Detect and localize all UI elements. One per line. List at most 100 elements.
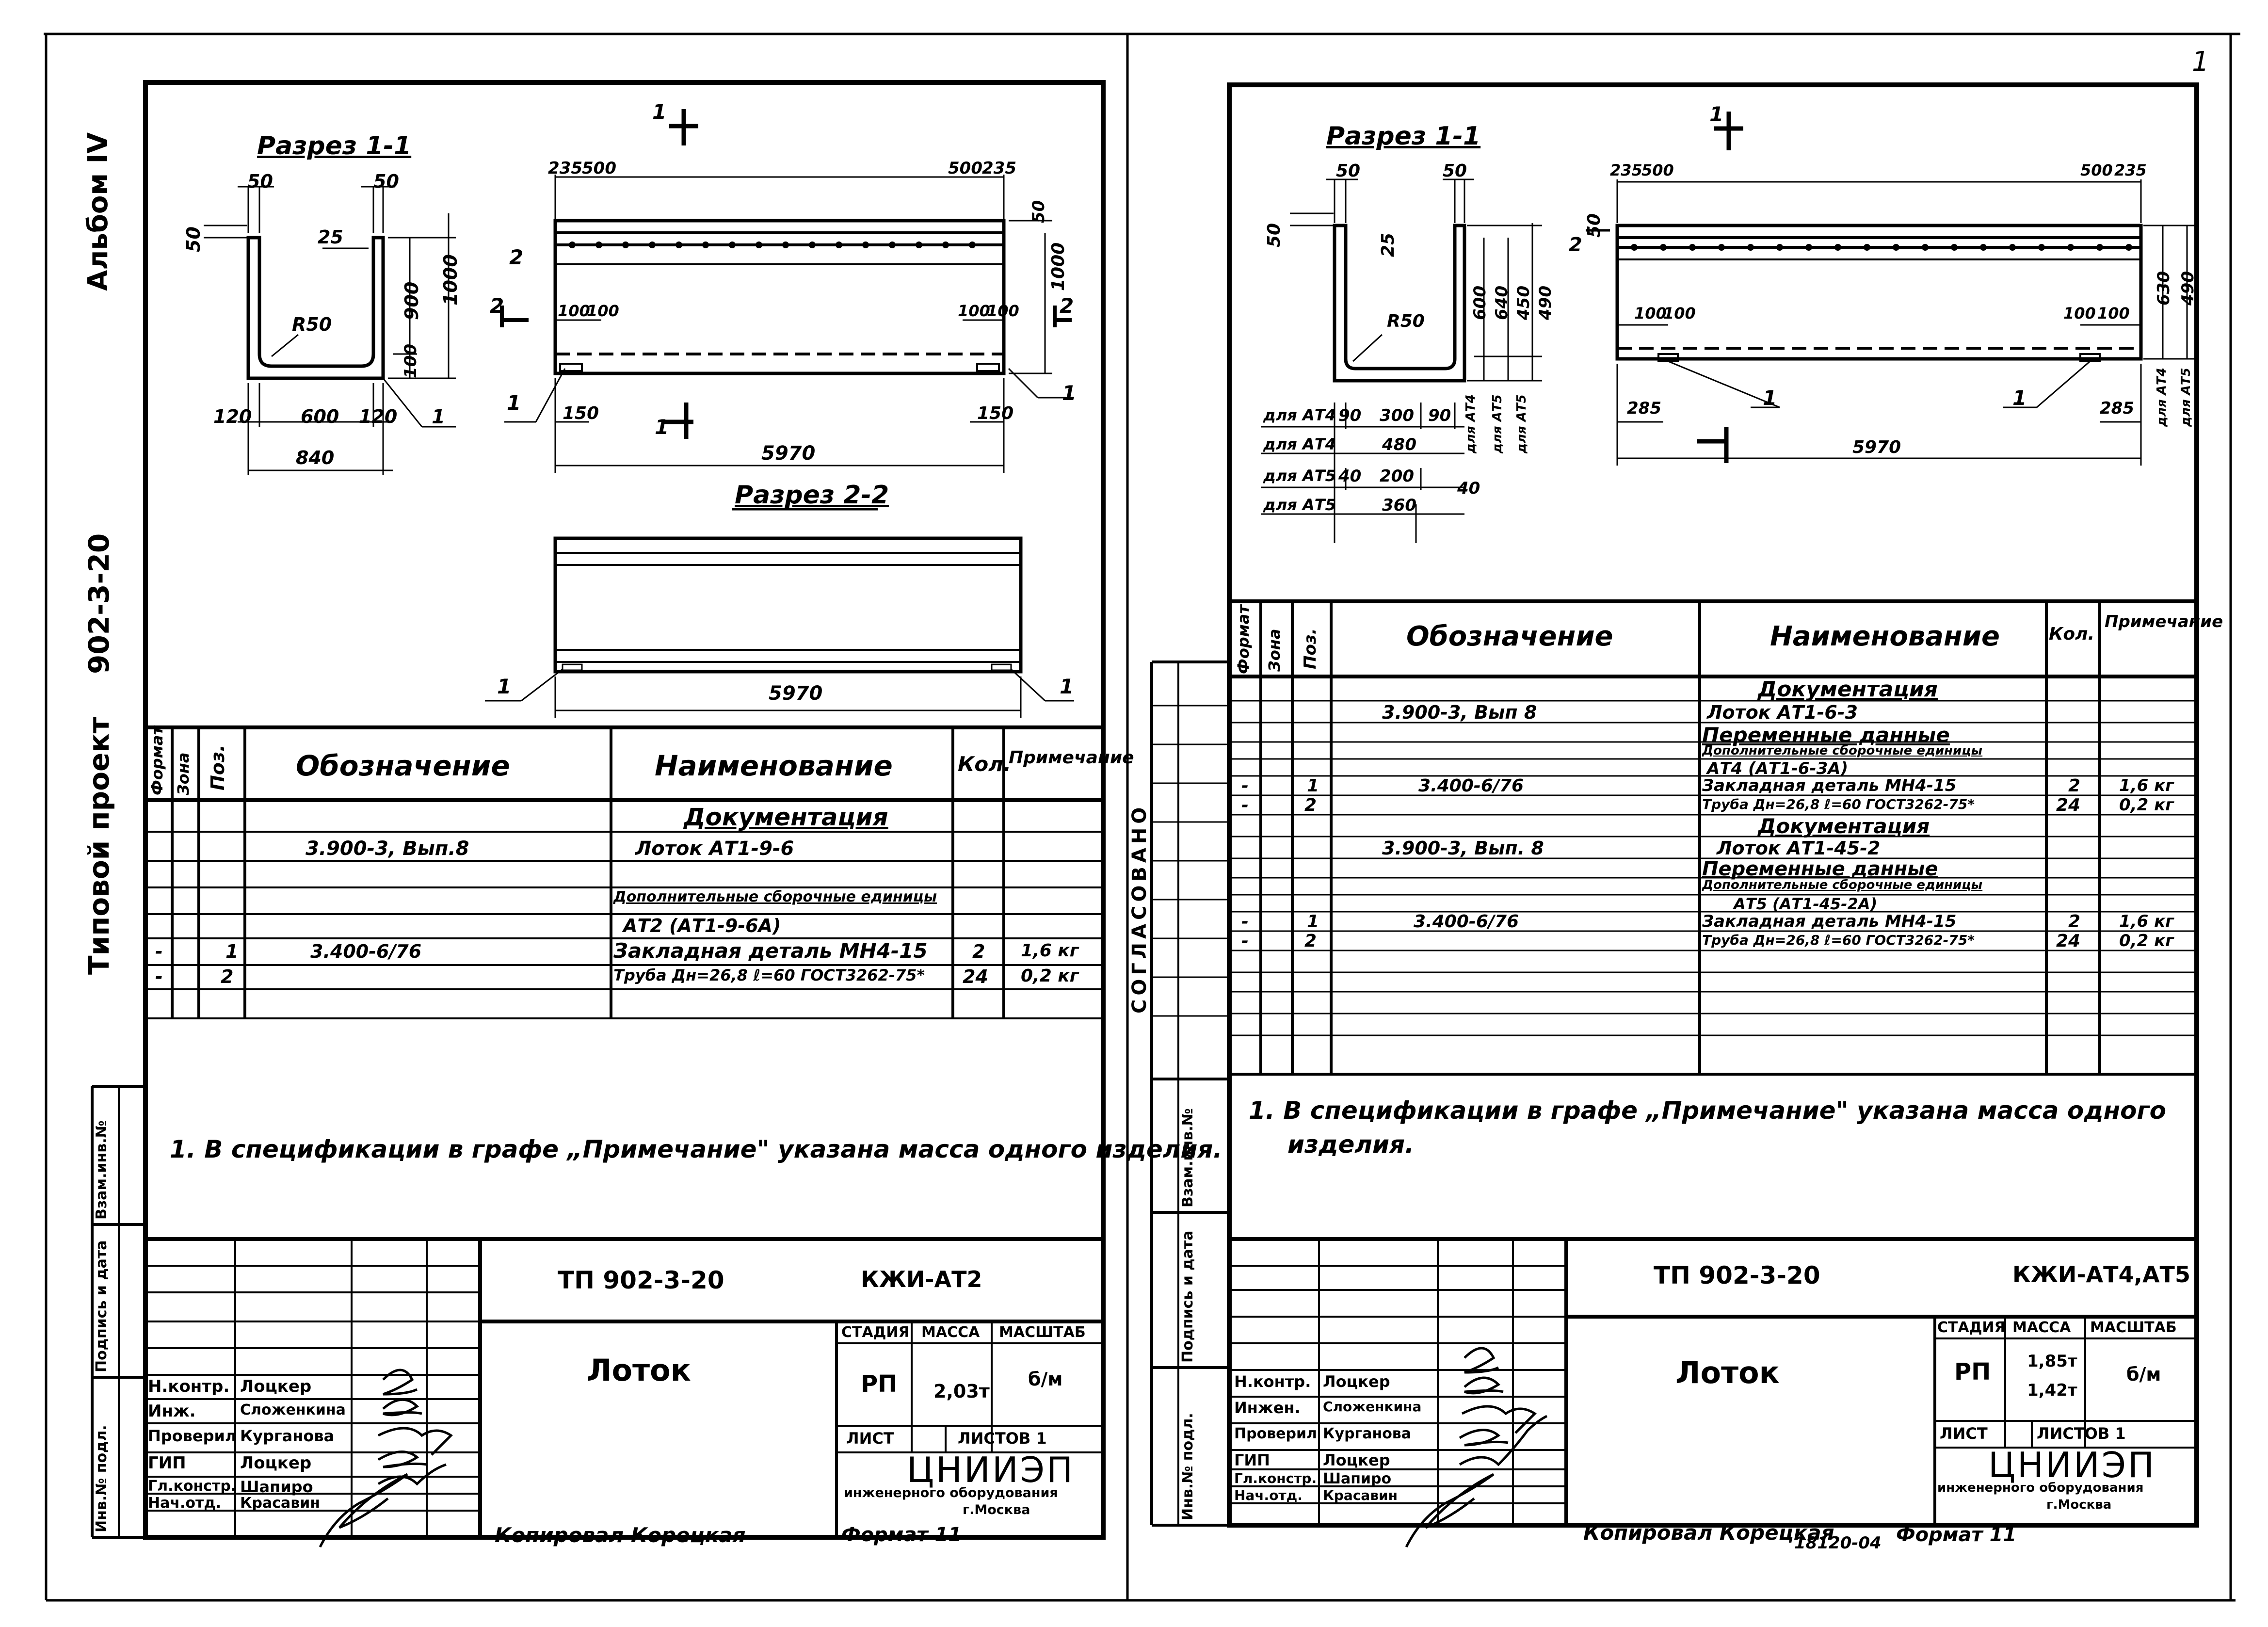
dim: 360 [1382,496,1416,515]
dim: 1 [432,406,445,428]
label: 1 [1062,381,1077,405]
dim: 50 [183,226,204,252]
spec-qty: 2 [972,941,985,962]
table-label: для АТ4 [1263,435,1336,453]
side-label-inv: Инв.№ подл. [93,1425,110,1532]
dim: для АТ4 [2155,368,2169,427]
spec-note: 0,2 кг [1021,966,1079,986]
dim: 600 [301,406,339,427]
stamp-code: ТП 902-3-20 [558,1266,724,1294]
dim: 90 [1338,406,1362,425]
spec-name: Документация [1758,814,1930,838]
spec-name: Закладная деталь МН4-15 [1702,912,1957,931]
dim: 50 [1029,200,1048,223]
stamp-sheet-label: ЛИСТ [1940,1424,1988,1443]
stamp-org: ЦНИИЭП [1988,1445,2156,1485]
corner-mark: 1 [2192,46,2209,78]
label: 2 [1569,234,1582,256]
spec-name: Закладная деталь МН4-15 [1702,776,1957,795]
dim: 150 [563,403,599,423]
role: Нач.отд. [1234,1487,1303,1503]
col-name: Наименование [1770,621,2000,652]
stamp-city: г.Москва [2046,1498,2112,1512]
dim: 50 [1336,161,1361,181]
stamp-scale-label: МАСШТАБ [999,1324,1086,1341]
col-format: Формат [148,726,166,795]
spec-name: Документация [684,803,888,831]
role: Нач.отд. [148,1495,221,1512]
spec-pos: 2 [1304,795,1317,815]
copied-by: Копировал Корецкая [495,1523,746,1547]
label: 1 [1763,386,1777,410]
dim: 120 [213,406,252,427]
spec-name: Переменные данные [1702,858,1938,880]
dim: 630 [2154,271,2173,306]
role: Проверил [148,1427,237,1445]
stamp-sheet-code: КЖИ-АТ2 [861,1266,982,1292]
dim: 500 [582,159,616,178]
cut-label: 1 [1709,102,1724,126]
section-2-2-title: Разрез 2-2 [735,481,889,510]
signer: Лоцкер [1323,1372,1390,1391]
note-line-1: 1. В спецификации в графе „Примечание" у… [1249,1096,2166,1125]
spec-designation: 3.900-3, Вып. 8 [1382,838,1544,859]
side-label-replace: Взам.инв.№ [93,1120,110,1220]
spec-note: 1,6 кг [1021,941,1079,961]
section-1-1-title: Разрез 1-1 [257,131,412,161]
dim: 40 [1338,467,1362,486]
spec-designation: 3.400-6/76 [310,941,422,962]
spec-pos: 2 [221,966,234,987]
dim: 450 [1514,286,1533,320]
dim: 300 [1380,406,1414,425]
signer: Лоцкер [1323,1451,1390,1469]
dim: 285 [2100,399,2134,418]
dim: 600 [1470,286,1490,320]
spec-format: - [155,941,163,962]
stamp-title: Лоток [587,1353,691,1388]
dim: R50 [1387,311,1425,331]
spec-name: АТ4 (АТ1-6-3А) [1707,759,1849,778]
signer: Красавин [240,1495,320,1512]
dim: 490 [2178,271,2198,306]
spec-name: Труба Дн=26,8 ℓ=60 ГОСТ3262-75* [613,966,925,984]
spec-note: 1,6 кг [2119,776,2174,795]
dim: 100 [1634,304,1667,322]
dim: 840 [296,447,335,468]
col-pos: Поз. [207,744,228,790]
dim: 100 [2097,304,2130,322]
spec-name: Дополнительные сборочные единицы [1702,743,1983,758]
spec-format: - [155,966,163,987]
signer: Курганова [240,1427,335,1445]
dim: 50 [247,171,273,192]
stamp-scale: б/м [1028,1369,1063,1390]
role: Гл.констр. [1234,1470,1317,1486]
signer: Лоцкер [240,1377,312,1396]
note: 1. В спецификации в графе „Примечание" у… [170,1135,1222,1163]
col-format: Формат [1234,605,1253,674]
stamp-sheet-code: КЖИ-АТ4,АТ5 [2012,1261,2190,1288]
stamp-org-full: инженерного оборудования [1937,1481,2144,1495]
label: 1 [497,675,512,698]
spec-format: - [1241,912,1249,932]
spec-designation: 3.900-3, Вып.8 [306,838,469,860]
label: 2 [509,245,524,269]
dim: 500 [948,159,982,178]
stamp-sheets-label: ЛИСТОВ 1 [958,1429,1047,1448]
spec-name: Переменные данные [1702,723,1950,747]
format-label: Формат 11 [1896,1524,2017,1546]
dim: R50 [292,314,332,335]
dim: 100 [401,344,420,378]
spec-qty: 24 [2056,795,2081,815]
stamp-mass-label: МАССА [921,1324,980,1341]
stamp-scale: б/м [2126,1364,2161,1385]
spec-qty: 24 [963,966,988,987]
dim: 100 [987,302,1019,320]
spec-qty: 2 [2068,912,2081,932]
stamp-stage-label: СТАДИЯ [1937,1319,2006,1336]
dim: 5970 [1852,437,1901,457]
col-qty: Кол. [958,752,1011,776]
signer: Шапиро [240,1478,313,1496]
role: ГИП [148,1453,186,1473]
spec-name: АТ5 (АТ1-45-2А) [1734,895,1878,913]
stamp-sheets-label: ЛИСТОВ 1 [2037,1424,2126,1443]
